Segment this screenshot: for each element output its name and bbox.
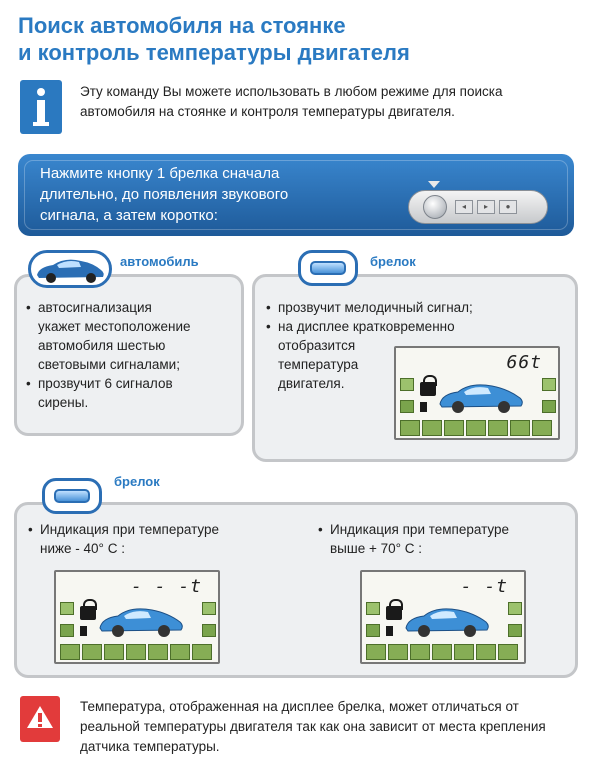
lcd-icon [202,624,216,637]
car-icon [28,250,112,288]
bullet-line: автосигнализация [38,300,152,315]
lcd-temperature: 66t [506,352,542,373]
lcd-icon [366,624,380,637]
bullet-line: прозвучит мелодичный сигнал; [278,300,473,315]
fob-panel-bullets: прозвучит мелодичный сигнал; на дисплее … [266,298,572,393]
instruction-text: Нажмите кнопку 1 брелка сначала длительн… [40,163,400,226]
low-temp-caption: Индикация при температуре ниже - 40° С : [28,520,288,558]
bullet-line: автомобиля шестью [38,338,166,353]
fob-arrow-icon [428,181,440,188]
lock-icon [80,599,97,620]
lcd-icon [508,602,522,615]
lcd-icon [60,624,74,637]
fob-lcd-display: 66t [394,346,560,440]
low-temp-lcd-display: - - -t [54,570,220,664]
caption-line: ниже - 40° С : [40,541,125,556]
lcd-temperature: - -t [460,576,508,597]
temperature-panel-label: брелок [106,470,168,494]
lcd-icon [202,602,216,615]
lock-icon [420,375,437,396]
speaker-icon [420,402,427,412]
caption-line: выше + 70° С : [330,541,423,556]
caption-line: Индикация при температуре [40,522,220,537]
fob-button-icon: ◂ [455,200,473,214]
lcd-icon [508,624,522,637]
lcd-icon-row [60,644,212,660]
speaker-icon [80,626,87,636]
speaker-icon [386,626,393,636]
lock-icon [386,599,403,620]
page-title: Поиск автомобиля на стоянке и контроль т… [18,12,578,66]
warning-icon [20,696,60,742]
fob-panel-label: брелок [362,250,424,274]
list-item: Индикация при температуре выше + 70° С : [318,520,574,558]
lcd-icon-row [400,420,552,436]
info-text: Эту команду Вы можете использовать в люб… [80,84,503,119]
list-item: прозвучит 6 сигналов сирены. [26,374,236,412]
bullet-line: двигателя. [278,376,345,391]
caption-line: Индикация при температуре [330,522,510,537]
fob-button-1-icon [423,195,447,219]
high-temp-caption: Индикация при температуре выше + 70° С : [318,520,574,558]
instruction-line-1: Нажмите кнопку 1 брелка сначала [40,165,280,182]
bullet-line: сирены. [38,395,89,410]
list-item: Индикация при температуре ниже - 40° С : [28,520,288,558]
lcd-temperature: - - -t [130,576,202,597]
list-item: прозвучит мелодичный сигнал; [266,298,572,317]
info-icon [20,80,62,134]
lcd-icon [60,602,74,615]
bullet-line: укажет местоположение [38,319,191,334]
car-icon [99,608,183,637]
lcd-icon [400,378,414,391]
car-panel-bullets: автосигнализация укажет местоположение а… [26,298,236,412]
bullet-line: прозвучит 6 сигналов [38,376,173,391]
title-line-2: и контроль температуры двигателя [18,40,410,65]
warning-text: Температура, отображенная на дисплее бре… [80,699,546,754]
lcd-icon-row [366,644,518,660]
car-icon [439,384,523,413]
bullet-line: отобразится [278,338,356,353]
lcd-icon [542,400,556,413]
list-item: автосигнализация укажет местоположение а… [26,298,236,374]
instruction-line-2: длительно, до появления звукового [40,186,289,203]
key-fob-icon [298,250,358,286]
instruction-line-3: сигнала, а затем коротко: [40,207,218,224]
key-fob-icon: ◂ ▸ ● [408,190,548,224]
bullet-line: на дисплее кратковременно [278,319,455,334]
list-item: на дисплее кратковременно отобразится те… [266,317,572,393]
high-temp-lcd-display: - -t [360,570,526,664]
lcd-icon [366,602,380,615]
fob-button-icon: ▸ [477,200,495,214]
fob-button-icon: ● [499,200,517,214]
bullet-line: температура [278,357,359,372]
lcd-icon [400,400,414,413]
title-line-1: Поиск автомобиля на стоянке [18,13,346,38]
car-panel-label: автомобиль [114,250,205,274]
lcd-icon [542,378,556,391]
car-icon [405,608,489,637]
key-fob-icon [42,478,102,514]
bullet-line: световыми сигналами; [38,357,180,372]
